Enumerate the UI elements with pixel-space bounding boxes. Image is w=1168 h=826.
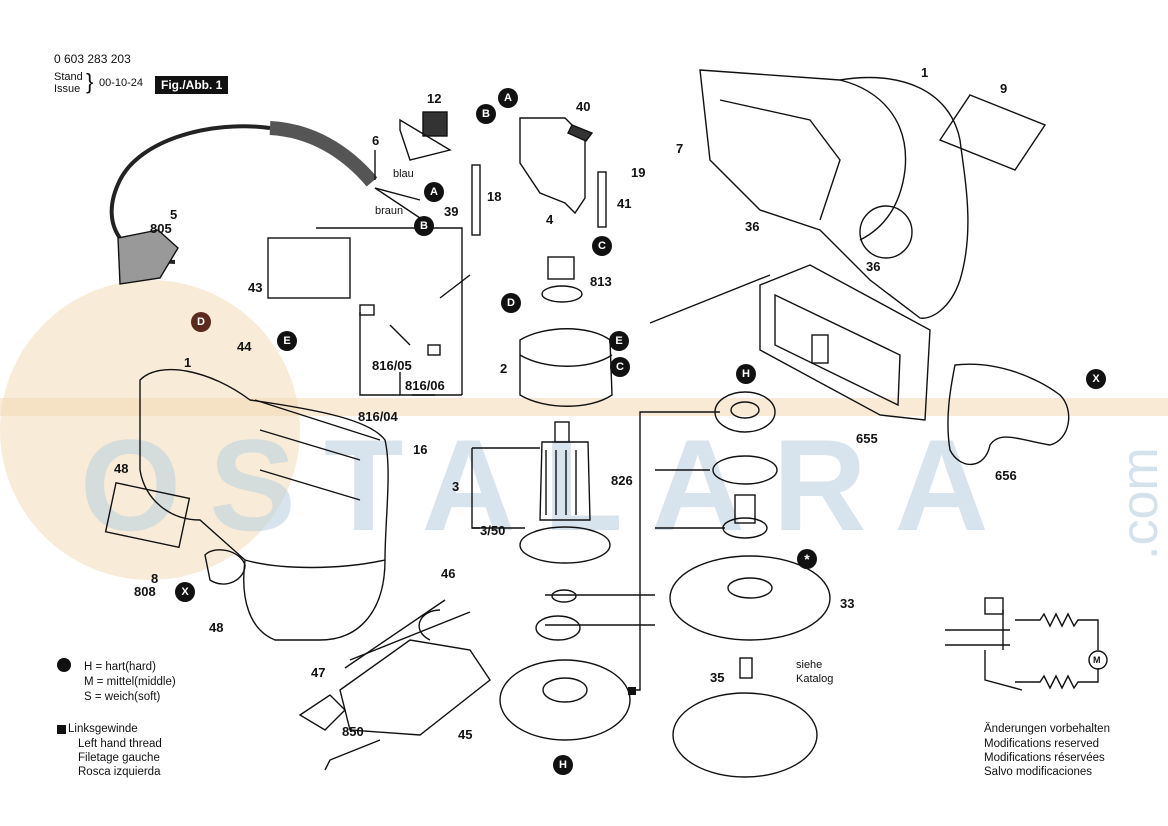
callout-b: B [414, 216, 434, 236]
modifications-line: Salvo modificaciones [984, 766, 1093, 778]
part-number: 4 [546, 212, 554, 227]
figure-title: Fig./Abb. 1 [155, 76, 229, 94]
part-number: 8 [151, 571, 159, 586]
part-number: 19 [631, 165, 646, 180]
asterisk-icon: * [797, 549, 817, 569]
callout-d: D [501, 293, 521, 313]
wire-label-brown: braun [375, 205, 404, 217]
thread-legend-line: Left hand thread [78, 738, 162, 750]
part-number: 41 [617, 196, 632, 211]
callout-h: H [553, 755, 573, 775]
part-number: 826 [611, 473, 633, 488]
part-number: 655 [856, 431, 878, 446]
callout-b: B [476, 104, 496, 124]
callout-x: X [175, 582, 195, 602]
catalog-note-line: Katalog [796, 673, 834, 685]
part-number: 808 [134, 584, 156, 599]
part-number: 816/04 [358, 409, 398, 424]
part-number: 3 [452, 479, 460, 494]
part-number: 816/06 [405, 378, 445, 393]
left-thread-square-icon [628, 687, 636, 695]
hardness-dot-icon [57, 658, 71, 672]
part-number: 43 [248, 280, 263, 295]
watermark-text: OSTALARA [80, 412, 1017, 558]
legend-soft: S = weich(soft) [84, 691, 161, 703]
part-number: 47 [311, 665, 326, 680]
part-number: 5 [170, 207, 178, 222]
doc-number: 0 603 283 203 [54, 52, 131, 66]
thread-legend-line: Rosca izquierda [78, 766, 161, 778]
thread-legend-line: Filetage gauche [78, 752, 160, 764]
callout-c: C [592, 236, 612, 256]
left-thread-square-icon [57, 725, 66, 734]
part-number: 39 [444, 204, 459, 219]
part-number: 805 [150, 221, 172, 236]
callout-h: H [736, 364, 756, 384]
modifications-line: Modifications reserved [984, 738, 1100, 750]
part-number: 48 [114, 461, 129, 476]
brace-icon: } [86, 69, 94, 94]
part-number: 2 [500, 361, 508, 376]
part-number: 1 [921, 65, 929, 80]
part-number: 48 [209, 620, 224, 635]
part-number: 12 [427, 91, 442, 106]
part-number: 3/50 [480, 523, 506, 538]
part-number: 44 [237, 339, 252, 354]
part-number: 6 [372, 133, 380, 148]
modifications-line: Änderungen vorbehalten [984, 723, 1110, 735]
wire-label-blue: blau [393, 168, 414, 180]
issue-date: 00-10-24 [99, 77, 144, 89]
part-number: 9 [1000, 81, 1008, 96]
part-number: 18 [487, 189, 502, 204]
part-number: 816/05 [372, 358, 412, 373]
part-number: 850 [342, 724, 364, 739]
part-number: 35 [710, 670, 725, 685]
part-number: 40 [576, 99, 591, 114]
callout-d: D [191, 312, 211, 332]
thread-legend-line: Linksgewinde [68, 723, 138, 735]
part-number: 45 [458, 727, 473, 742]
part-number: 813 [590, 274, 612, 289]
legend-middle: M = mittel(middle) [84, 676, 176, 688]
callout-e: E [609, 331, 629, 351]
legend-hard: H = hart(hard) [84, 661, 156, 673]
part-number: 1 [184, 355, 192, 370]
part-number: 656 [995, 468, 1017, 483]
part-number: 7 [676, 141, 684, 156]
part-number: 36 [866, 259, 881, 274]
issue-label: Issue [54, 83, 81, 95]
part-number: 36 [745, 219, 760, 234]
callout-a: A [424, 182, 444, 202]
catalog-note-line: siehe [796, 659, 823, 671]
part-number: 16 [413, 442, 428, 457]
callout-e: E [277, 331, 297, 351]
part-number: 33 [840, 596, 855, 611]
callout-c: C [610, 357, 630, 377]
modifications-line: Modifications réservées [984, 752, 1105, 764]
callout-x: X [1086, 369, 1106, 389]
stand-label: Stand [54, 71, 83, 83]
part-number: 46 [441, 566, 456, 581]
motor-symbol-icon: M [1093, 655, 1101, 665]
callout-a: A [498, 88, 518, 108]
